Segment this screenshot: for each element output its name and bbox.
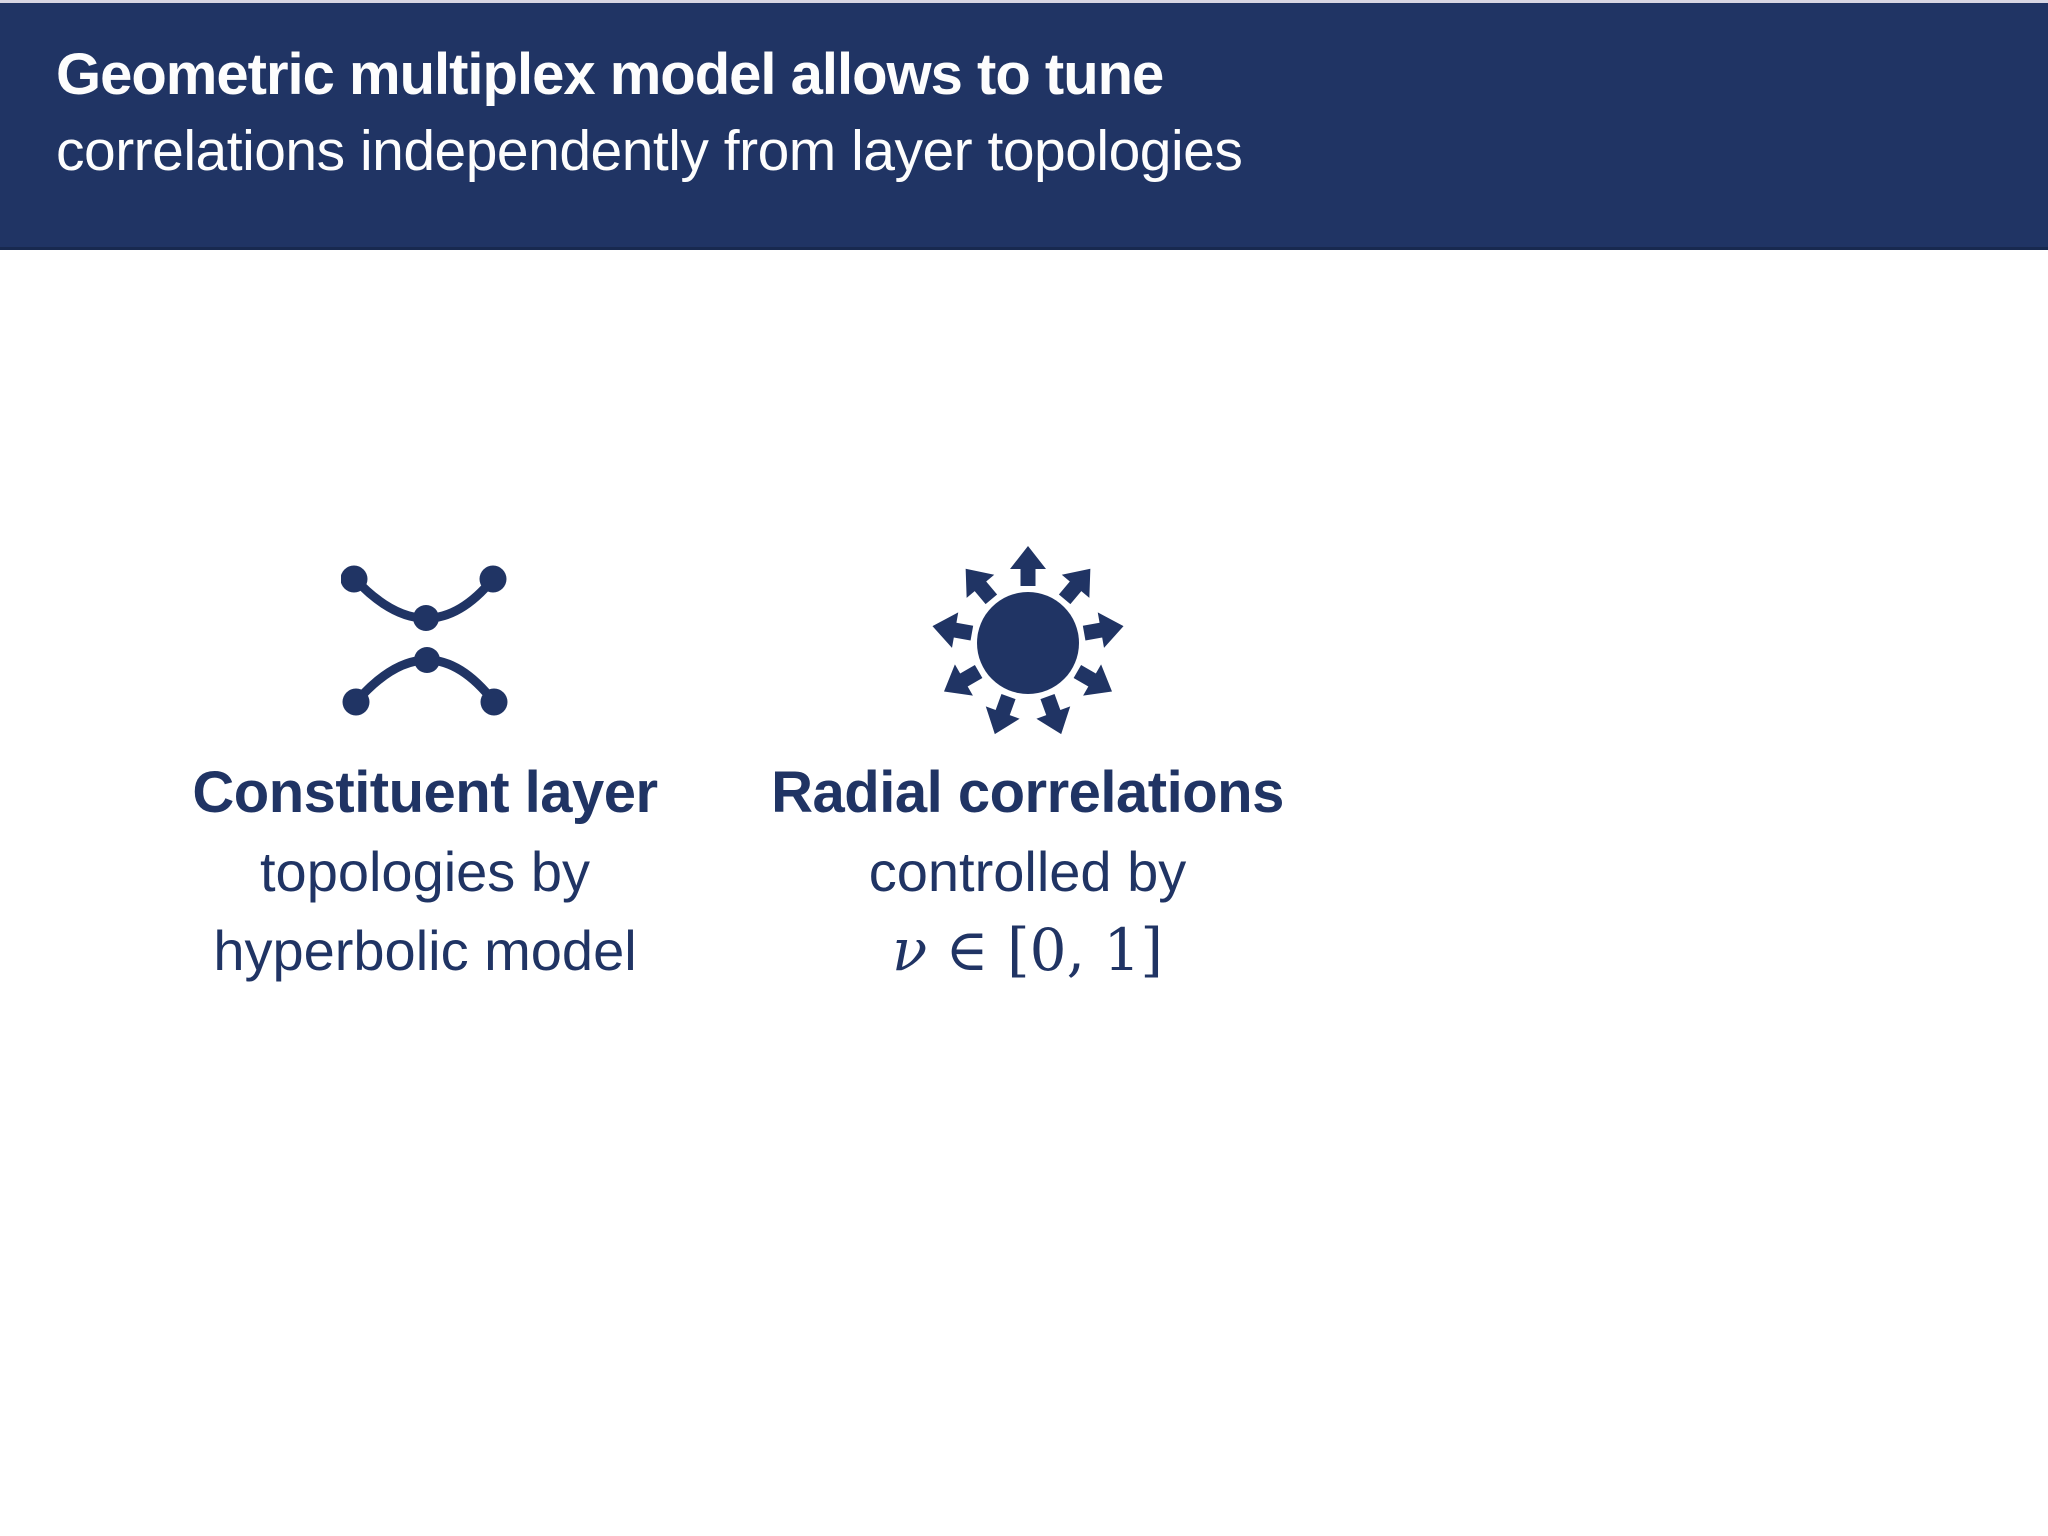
formula-nu: ν bbox=[891, 916, 928, 984]
formula-rest: ∈ [0, 1] bbox=[927, 916, 1163, 984]
feature-line2: topologies by bbox=[259, 840, 590, 903]
layer-curves-icon-svg bbox=[341, 565, 508, 715]
slide-title-line1: Geometric multiplex model allows to tune bbox=[56, 42, 1164, 107]
feature-line2: controlled by bbox=[868, 840, 1187, 903]
feature-formula: ν ∈ [0, 1] bbox=[745, 911, 1310, 990]
radial-arrows-icon-svg bbox=[928, 545, 1127, 740]
feature-title: Constituent layer bbox=[192, 760, 658, 825]
feature-title: Radial correlations bbox=[771, 760, 1284, 825]
slide-header: Geometric multiplex model allows to tune… bbox=[0, 0, 2048, 250]
feature-constituent-layer: Constituent layer topologies by hyperbol… bbox=[145, 540, 705, 990]
feature-caption: Constituent layer topologies by hyperbol… bbox=[145, 753, 705, 990]
radial-arrows-icon bbox=[745, 540, 1310, 745]
slide-title-line2: correlations independently from layer to… bbox=[56, 119, 1243, 183]
feature-caption: Radial correlations controlled by ν ∈ [0… bbox=[745, 753, 1310, 990]
feature-radial-correlations: Radial correlations controlled by ν ∈ [0… bbox=[745, 540, 1310, 990]
layer-curves-icon bbox=[145, 540, 705, 745]
feature-line3: hyperbolic model bbox=[213, 919, 637, 982]
